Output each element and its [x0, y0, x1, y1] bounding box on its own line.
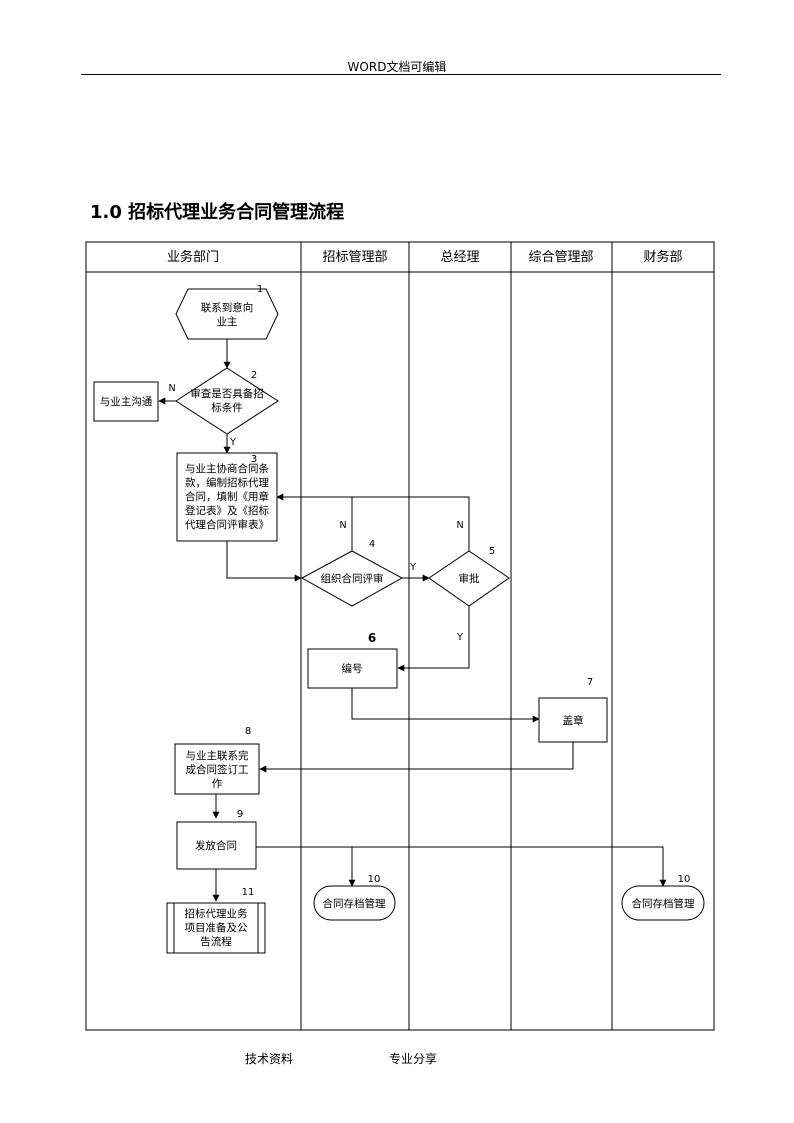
page-title: 1.0 招标代理业务合同管理流程	[90, 202, 345, 223]
node-project-prep-subprocess: 招标代理业务 项目准备及公 告流程 11	[166, 887, 266, 954]
lane-header-general-admin: 综合管理部	[528, 250, 593, 265]
node-text-line: 合同存档管理	[632, 897, 695, 910]
edge-label-n4-no: N	[339, 520, 346, 531]
node-text-line: 合同，填制《用章	[185, 490, 269, 503]
footer-right-text: 专业分享	[389, 1052, 438, 1066]
node-number: 5	[489, 546, 495, 557]
node-text-line: 与业主联系完	[186, 749, 249, 762]
edge-label-n5-no: N	[456, 520, 463, 531]
lane-header-business: 业务部门	[167, 249, 219, 265]
swimlane-grid	[85, 241, 715, 1031]
node-text-line: 与业主协商合同条	[185, 462, 269, 475]
node-text-line: 审查是否具备招	[190, 387, 264, 400]
page-header: WORD文档可编辑	[347, 60, 447, 74]
node-shape	[307, 648, 398, 689]
connector-7-to-8	[259, 742, 574, 773]
node-issue-contract: 发放合同 9	[176, 809, 257, 870]
connector-9-to-10b	[256, 846, 667, 887]
node-number: 10	[368, 874, 381, 885]
node-complete-signing: 与业主联系完 成合同签订工 作 8	[174, 726, 260, 795]
node-communicate-client: 与业主沟通	[93, 381, 159, 422]
node-shape	[176, 452, 278, 542]
node-shape	[174, 743, 260, 795]
node-shape	[175, 367, 279, 435]
node-shape	[175, 288, 279, 340]
connector-6-to-7	[351, 688, 540, 723]
node-approval: 审批 5	[428, 546, 510, 607]
node-number: 1	[257, 284, 263, 295]
lane-header-tender-management: 招标管理部	[322, 250, 387, 265]
node-text-line: 业主	[217, 316, 238, 328]
node-text-line: 联系到意向	[201, 301, 254, 314]
node-text-line: 发放合同	[195, 839, 237, 852]
connector-5-yes	[397, 606, 470, 672]
node-archive-finance: 合同存档管理 10	[621, 874, 705, 921]
node-number: 9	[237, 809, 243, 820]
node-check-conditions: 审查是否具备招 标条件 2	[175, 367, 279, 435]
node-number: 8	[245, 726, 251, 737]
connector-3-to-4	[226, 541, 302, 582]
node-contact-client: 联系到意向 业主 1	[175, 284, 279, 340]
node-archive-tender: 合同存档管理 10	[313, 874, 396, 921]
swimlane-border	[85, 241, 715, 1031]
node-number: 10	[678, 874, 691, 885]
node-number: 2	[251, 370, 257, 381]
node-text-line: 合同存档管理	[323, 897, 386, 910]
edge-labels: N Y N Y N Y	[168, 383, 463, 643]
node-shape	[93, 381, 159, 422]
edge-label-n2-no: N	[168, 383, 175, 394]
node-number: 4	[369, 539, 375, 550]
node-shape	[538, 697, 608, 743]
node-numbering: 编号 6	[307, 631, 398, 689]
node-number: 11	[242, 887, 255, 898]
node-text-line: 编号	[342, 662, 363, 675]
node-negotiate-contract: 与业主协商合同条 款，编制招标代理 合同，填制《用章 登记表》及《招标 代理合同…	[176, 452, 278, 542]
footer-left-text: 技术资料	[245, 1052, 294, 1066]
node-text-line: 组织合同评审	[321, 572, 384, 585]
node-shape	[621, 885, 705, 921]
node-text-line: 成合同签订工	[186, 763, 249, 776]
lane-headers: 业务部门 招标管理部 总经理 综合管理部 财务部	[167, 249, 683, 265]
lane-header-general-manager: 总经理	[440, 250, 479, 265]
header-rule	[81, 74, 721, 75]
lane-header-finance: 财务部	[643, 249, 682, 265]
node-number: 6	[368, 631, 376, 645]
node-stamp: 盖章 7	[538, 677, 608, 743]
node-text-line: 告流程	[200, 935, 232, 948]
node-shape	[300, 550, 404, 607]
node-contract-review: 组织合同评审 4	[300, 539, 404, 607]
node-text-line: 作	[212, 778, 223, 790]
node-text-line: 代理合同评审表》	[185, 518, 269, 531]
connectors	[158, 339, 667, 902]
node-text-line: 审批	[459, 572, 480, 585]
node-text-line: 登记表》及《招标	[185, 504, 269, 517]
node-text-line: 标条件	[211, 401, 243, 414]
edge-label-n5-yes: Y	[456, 632, 463, 643]
node-number: 3	[251, 454, 257, 465]
node-number: 7	[587, 677, 593, 688]
node-text-line: 招标代理业务	[185, 907, 248, 920]
node-shape	[166, 902, 266, 954]
connector-9-to-10a	[256, 846, 356, 887]
node-text-line: 与业主沟通	[100, 395, 153, 408]
node-shape	[176, 821, 257, 870]
edge-label-n2-yes: Y	[229, 437, 236, 448]
node-shape	[313, 885, 396, 921]
node-text-line: 款，编制招标代理	[185, 476, 269, 489]
node-text-line: 项目准备及公	[185, 921, 248, 934]
connector-5-no	[352, 496, 470, 551]
node-text-line: 盖章	[563, 714, 584, 727]
edge-label-n4-yes: Y	[409, 562, 416, 573]
node-shape	[428, 550, 510, 607]
